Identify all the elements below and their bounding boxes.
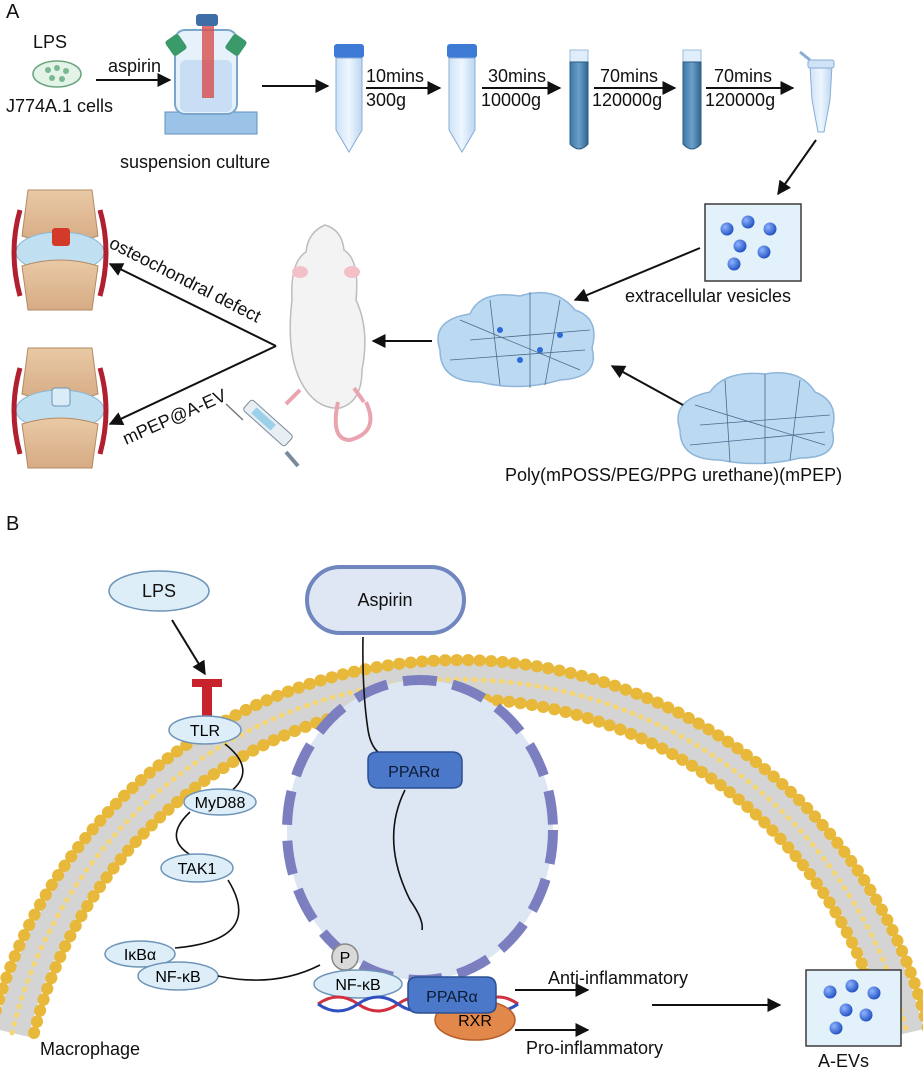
arrow-rat-to-treat bbox=[108, 345, 277, 425]
svg-text:RXR: RXR bbox=[458, 1013, 492, 1030]
step3-time: 70mins bbox=[600, 66, 658, 86]
step2-speed: 10000g bbox=[481, 90, 541, 110]
svg-text:LPS: LPS bbox=[142, 581, 176, 601]
ev-box bbox=[704, 203, 802, 282]
lps-node: LPS bbox=[108, 570, 210, 612]
svg-text:PPARα: PPARα bbox=[388, 764, 440, 781]
tlr-receptor-icon bbox=[192, 679, 222, 718]
syringe-icon bbox=[225, 399, 300, 468]
myd88-tak1-connector bbox=[175, 811, 197, 859]
nucleus bbox=[282, 675, 558, 985]
suspension-label: suspension culture bbox=[120, 152, 270, 172]
step4-time: 70mins bbox=[714, 66, 772, 86]
tak1-node: TAK1 bbox=[160, 853, 234, 883]
hydrogel-empty-icon bbox=[677, 372, 835, 465]
arrow-lps-to-tlr bbox=[171, 619, 206, 676]
aspirin-node: Aspirin bbox=[305, 565, 466, 635]
svg-text:IκBα: IκBα bbox=[124, 947, 156, 964]
falcon-tube-1-icon bbox=[334, 44, 364, 153]
ultracentrifuge-tube-1-icon bbox=[569, 49, 589, 150]
svg-text:NF-κB: NF-κB bbox=[155, 969, 200, 986]
ultracentrifuge-tube-2-icon bbox=[682, 49, 702, 150]
joint-defect-icon bbox=[11, 189, 109, 311]
ppara-node: PPARα bbox=[367, 751, 463, 789]
nfkb-translocation-connector bbox=[217, 964, 321, 981]
svg-text:MyD88: MyD88 bbox=[195, 795, 246, 812]
lps-label-a: LPS bbox=[33, 32, 67, 52]
aspirin-label-a: aspirin bbox=[108, 56, 161, 76]
myd88-node: MyD88 bbox=[183, 788, 257, 816]
joint-treated-icon bbox=[11, 347, 109, 469]
step1-speed: 300g bbox=[366, 90, 406, 110]
polymer-label: Poly(mPOSS/PEG/PPG urethane)(mPEP) bbox=[505, 465, 842, 485]
eppendorf-tube-icon bbox=[799, 50, 835, 133]
svg-text:Aspirin: Aspirin bbox=[357, 590, 412, 610]
arrow-evs-to-gel bbox=[573, 247, 701, 302]
phospho-p-node: P bbox=[331, 943, 359, 971]
ev-label: extracellular vesicles bbox=[625, 286, 791, 306]
anti-label: Anti-inflammatory bbox=[548, 968, 688, 988]
aevs-box bbox=[805, 969, 902, 1047]
arrow-rat-to-defect bbox=[108, 263, 277, 347]
step3-speed: 120000g bbox=[592, 90, 662, 110]
nfkb-nuclear-node: NF-κB bbox=[313, 969, 403, 999]
spinner-flask-icon bbox=[164, 14, 258, 135]
panel-b-label: B bbox=[6, 513, 19, 535]
tak1-ikba-connector bbox=[174, 879, 240, 949]
step4-speed: 120000g bbox=[705, 90, 775, 110]
cell-dish-icon bbox=[32, 60, 82, 88]
hydrogel-loaded-icon bbox=[437, 291, 595, 388]
step1-time: 10mins bbox=[366, 66, 424, 86]
ppara-nuclear-node: PPARα bbox=[407, 976, 497, 1014]
step2-time: 30mins bbox=[488, 66, 546, 86]
svg-text:TLR: TLR bbox=[190, 723, 220, 740]
arrow-polymer-to-gel bbox=[610, 365, 684, 406]
nfkb-node: NF-κB bbox=[137, 961, 219, 991]
cells-label: J774A.1 cells bbox=[6, 96, 113, 116]
falcon-tube-2-icon bbox=[447, 44, 477, 153]
rat-icon bbox=[284, 224, 373, 443]
svg-text:PPARα: PPARα bbox=[426, 989, 478, 1006]
svg-text:TAK1: TAK1 bbox=[178, 861, 217, 878]
ikba-node: IκBα bbox=[104, 940, 176, 968]
svg-text:P: P bbox=[340, 950, 351, 967]
pro-label: Pro-inflammatory bbox=[526, 1038, 663, 1058]
arrow-to-evs bbox=[777, 139, 817, 196]
tlr-node: TLR bbox=[168, 715, 242, 745]
tlr-myd88-connector bbox=[224, 743, 244, 793]
macrophage-label: Macrophage bbox=[40, 1039, 140, 1059]
svg-text:NF-κB: NF-κB bbox=[335, 977, 380, 994]
defect-label: osteochondral defect bbox=[106, 233, 264, 327]
panel-a-label: A bbox=[6, 1, 20, 23]
ppara-nucleus-connector bbox=[392, 789, 424, 931]
aevs-label: A-EVs bbox=[818, 1051, 869, 1071]
